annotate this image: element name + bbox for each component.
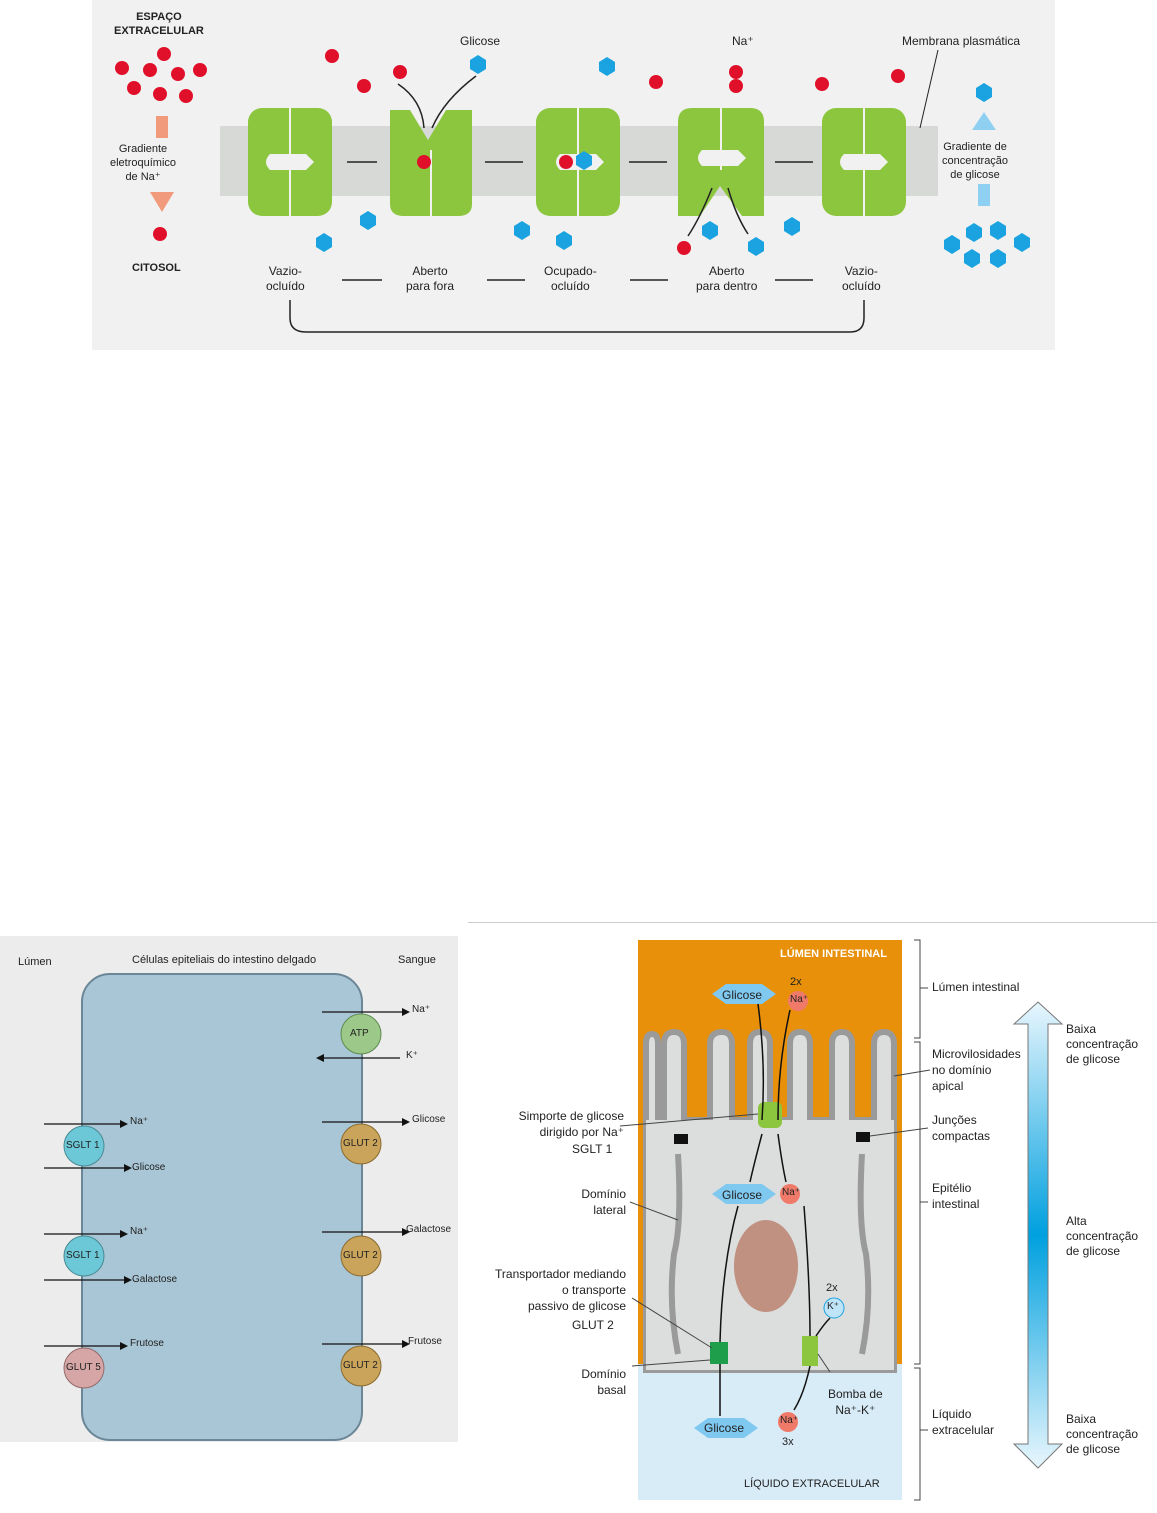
- intestinal-epithelium-diagram: [619, 939, 1064, 1501]
- glucose-label: Glicose: [460, 34, 501, 48]
- glucose-cell: [712, 1184, 776, 1204]
- lateral-label: Domínio lateral: [581, 1187, 626, 1217]
- glucose-ecf-label: Glicose: [704, 1421, 745, 1435]
- glucose-gradient-label: Gradiente de concentração de glicose: [942, 141, 1009, 181]
- na-label: Na⁺: [732, 34, 754, 48]
- na-lumen-label: Na⁺: [790, 994, 809, 1005]
- state-label-4: Aberto para dentro: [696, 264, 758, 293]
- glut2-label-3: GLUT 2: [343, 1360, 378, 1371]
- ecf-right-label: Líquido extracelular: [932, 1407, 995, 1437]
- sodium-ecf: [778, 1412, 798, 1432]
- glc-gradient-arrow: [978, 184, 990, 206]
- divider-line: [468, 922, 1157, 923]
- membrane-label: Membrana plasmática: [902, 34, 1021, 48]
- na-gradient-label: Gradiente eletroquímico de Na⁺: [110, 143, 177, 183]
- symport-label: Simporte de glicose dirigido por Na⁺: [518, 1109, 624, 1139]
- glut2-label-1: GLUT 2: [343, 1138, 378, 1149]
- tight-junction-right: [856, 1132, 870, 1142]
- na-ecf-label: Na⁺: [780, 1415, 799, 1426]
- lumen-banner: LÚMEN INTESTINAL: [780, 948, 887, 960]
- state-label-3: Ocupado- ocluído: [544, 264, 597, 293]
- tight-junction-label: Junções compactas: [932, 1113, 991, 1143]
- sglt1-sub-2: Galactose: [132, 1274, 178, 1285]
- glut2-label-2: GLUT 2: [343, 1250, 378, 1261]
- gradient-bottom-label: Baixa concentração de glicose: [1066, 1412, 1139, 1456]
- ecf-region: [638, 1364, 902, 1500]
- na-k-pump: [802, 1336, 818, 1366]
- x3-ecf: 3x: [782, 1436, 794, 1448]
- sglt1-sub-1: Glicose: [132, 1162, 166, 1173]
- tight-junction-left: [674, 1134, 688, 1144]
- figure-epithelial-transporters: Lúmen Células epiteliais do intestino de…: [0, 936, 458, 1442]
- gradient-mid-label: Alta concentração de glicose: [1066, 1214, 1139, 1258]
- epithelial-diagram: [44, 973, 410, 1441]
- sglt1-label-2: SGLT 1: [66, 1250, 100, 1261]
- pump-out: Na⁺: [412, 1004, 431, 1015]
- passive-label: Transportador mediando o transporte pass…: [495, 1267, 626, 1313]
- sglt1-transporter: [758, 1102, 782, 1128]
- state-label-2: Aberto para fora: [406, 264, 455, 293]
- nucleus: [734, 1220, 798, 1312]
- sodium-lumen: [788, 991, 808, 1011]
- x2-lumen: 2x: [790, 976, 802, 988]
- blood-label: Sangue: [398, 954, 436, 966]
- ecf-banner: LÍQUIDO EXTRACELULAR: [744, 1478, 880, 1490]
- transporter-seams: [289, 108, 865, 216]
- sglt-cycle-diagram: [115, 47, 1030, 333]
- glucose-cell-label: Glicose: [722, 1188, 763, 1202]
- sglt1-na-1: Na⁺: [130, 1116, 149, 1127]
- concentration-gradient-arrow: [1012, 1001, 1064, 1469]
- glucose-molecules: [316, 55, 1030, 268]
- na-gradient-arrow: [156, 116, 168, 138]
- pump-in: K⁺: [406, 1050, 418, 1061]
- glucose-lumen: [712, 984, 776, 1004]
- glut5-sub: Frutose: [130, 1338, 164, 1349]
- cytosol-label: CITOSOL: [132, 262, 181, 274]
- sglt1-na-2: Na⁺: [130, 1226, 149, 1237]
- bound-sodium: [417, 155, 431, 169]
- sodium-cell: [780, 1184, 800, 1204]
- figure-sglt-cycle: ESPAÇO EXTRACELULAR Gradiente eletroquím…: [92, 0, 1055, 350]
- glut5-label: GLUT 5: [66, 1362, 101, 1373]
- sglt1-circle-1: [63, 1125, 105, 1167]
- x2-k: 2x: [826, 1282, 838, 1294]
- gradient-top-label: Baixa concentração de glicose: [1066, 1022, 1139, 1066]
- glut2-label: GLUT 2: [572, 1318, 614, 1332]
- sglt1-label-1: SGLT 1: [66, 1140, 100, 1151]
- potassium-ion: [823, 1297, 845, 1319]
- glut2-circle-2: [340, 1235, 382, 1277]
- glut5-circle: [63, 1347, 105, 1389]
- glut2-sub-3: Frutose: [408, 1336, 442, 1347]
- sodium-cluster-extracellular: [115, 47, 905, 103]
- glut2-transporter: [710, 1342, 728, 1364]
- atp-pump-circle: [340, 1013, 382, 1055]
- microvilli-label: Microvilosidades no domínio apical: [932, 1047, 1021, 1093]
- bound-glucose: [576, 151, 592, 170]
- state-label-5: Vazio- ocluído: [842, 264, 881, 293]
- k-label: K⁺: [827, 1301, 839, 1312]
- atp-label: ATP: [350, 1028, 369, 1039]
- bound-sodium: [559, 155, 573, 169]
- glut2-circle-1: [340, 1123, 382, 1165]
- glut2-sub-2: Galactose: [406, 1224, 452, 1235]
- figure-intestinal-epithelium: LÚMEN INTESTINAL LÍQUIDO EXTRACELULAR Gl…: [460, 924, 1157, 1508]
- glucose-lumen-label: Glicose: [722, 988, 763, 1002]
- epithelial-cell: [81, 973, 363, 1441]
- na-cell-label: Na⁺: [782, 1187, 801, 1198]
- glucose-ecf: [694, 1418, 758, 1438]
- basal-label: Domínio basal: [581, 1367, 626, 1397]
- sglt1-label: SGLT 1: [572, 1142, 613, 1156]
- state-label-1: Vazio- ocluído: [266, 264, 305, 293]
- pump-label: Bomba de Na⁺-K⁺: [828, 1387, 883, 1417]
- epithelium-label: Epitélio intestinal: [932, 1181, 980, 1211]
- lumen-label: Lúmen: [18, 956, 52, 968]
- extracellular-label: ESPAÇO EXTRACELULAR: [114, 11, 204, 37]
- sglt1-circle-2: [63, 1235, 105, 1277]
- glut2-circle-3: [340, 1345, 382, 1387]
- fig2-title: Células epiteliais do intestino delgado: [132, 954, 317, 966]
- glut2-sub-1: Glicose: [412, 1114, 446, 1125]
- lumen-right-label: Lúmen intestinal: [932, 980, 1020, 994]
- state-arrows: [289, 75, 865, 333]
